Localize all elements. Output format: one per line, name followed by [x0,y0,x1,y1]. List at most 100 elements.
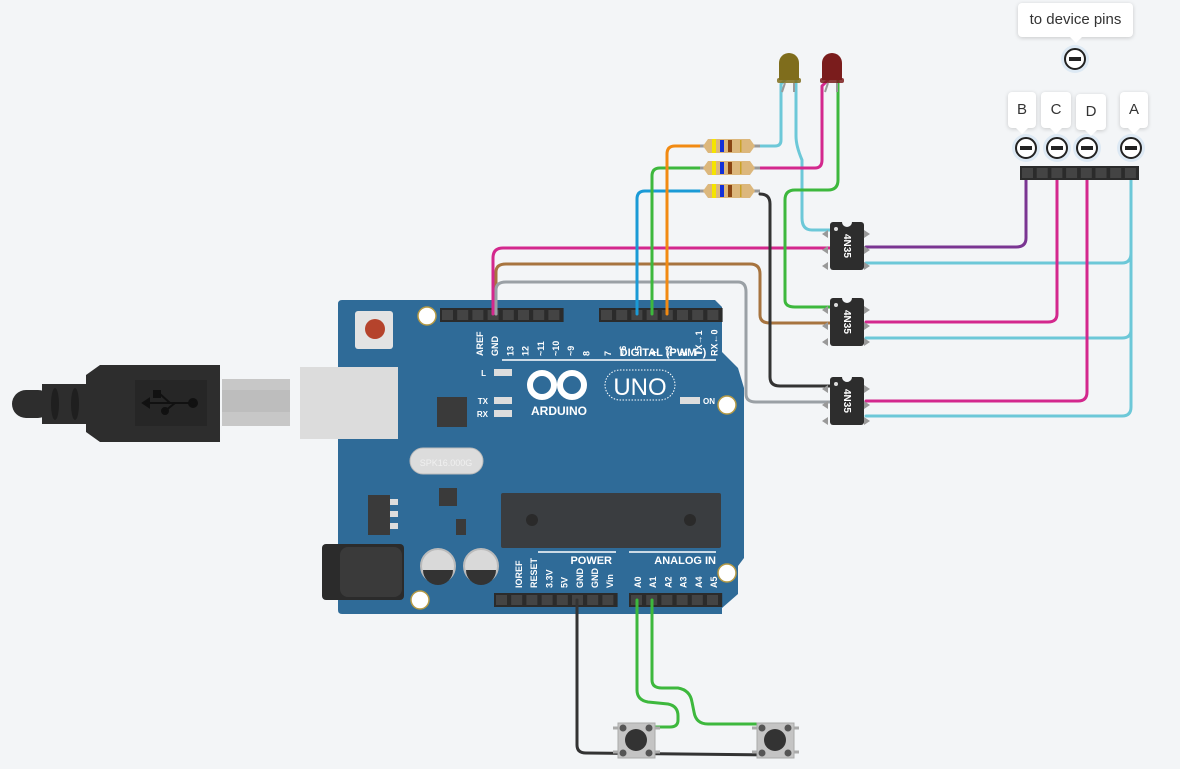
wire-cyan[interactable] [794,78,832,232]
digital-pin[interactable] [442,310,453,320]
power-pin[interactable] [526,595,538,605]
digital-pin[interactable] [677,310,688,320]
digital-pin[interactable] [502,310,514,320]
wire-pink[interactable] [864,176,1059,324]
probe-terminal-icon[interactable] [1117,134,1145,162]
digital-title: DIGITAL (PWM~) [620,347,707,359]
wire-purple[interactable] [864,176,1028,249]
probe-terminal-icon[interactable] [1043,134,1071,162]
pin-label: A2 [663,576,673,588]
probe-label-c: C [1041,92,1071,134]
power-pin[interactable] [602,595,614,605]
optocoupler-label: 4N35 [841,389,852,413]
optocoupler-4n35[interactable]: 4N35 [822,222,870,270]
digital-pin[interactable] [472,310,484,320]
probe-terminal-icon[interactable] [1061,45,1089,73]
led-on-label: ON [703,397,715,406]
pushbutton[interactable] [613,722,660,759]
pin-label: A0 [633,576,643,588]
digital-header-left[interactable] [440,308,564,322]
power-pin[interactable] [496,595,507,605]
atmega-chip [501,493,721,548]
probe-terminal-icon[interactable] [1012,134,1040,162]
wire-cyan[interactable] [758,76,789,148]
power-pin[interactable] [541,595,553,605]
wire-blue[interactable] [635,189,702,316]
pin-label: ~10 [551,341,561,356]
digital-pin[interactable] [692,310,704,320]
wire-brown[interactable] [494,262,832,325]
analog-pin[interactable] [707,595,718,605]
analog-pin[interactable] [661,595,673,605]
usb-cable[interactable] [12,365,290,442]
device-pins-tooltip: to device pins [1018,3,1133,43]
wire-orange[interactable] [665,144,702,316]
wire-green[interactable] [650,598,762,726]
pin-label: ~9 [566,346,576,356]
power-jack [322,544,404,600]
model-label: UNO [613,374,666,401]
wire-gray[interactable] [494,280,832,404]
analog-pin[interactable] [691,595,703,605]
wire-cyan[interactable] [864,253,1133,340]
wire-cyan[interactable] [864,328,1133,418]
pin-label: RX←0 [709,329,719,356]
pin-label: Vin [605,574,615,588]
pin-label: 3.3V [544,569,554,588]
crystal-label: SPK16.000G [420,458,473,468]
pin-label: A4 [694,576,704,588]
digital-pin[interactable] [601,310,612,320]
pin-label: 12 [521,346,531,356]
pin-label: GND [590,568,600,589]
wire-pink[interactable] [758,78,830,170]
reset-button[interactable] [355,311,393,349]
power-header[interactable] [494,593,618,607]
device-pin-header[interactable] [1020,166,1139,180]
pushbutton[interactable] [752,722,799,759]
wire-black[interactable] [758,192,832,388]
crystal-oscillator: SPK16.000G [409,447,484,475]
wire-black[interactable] [575,598,772,757]
usb-symbol-icon [141,390,198,415]
brand-label: ARDUINO [531,404,587,418]
digital-pin[interactable] [518,310,529,320]
pin-label: 4 [649,351,659,356]
led-rx-label: RX [477,410,489,419]
power-pin[interactable] [556,595,568,605]
digital-pin[interactable] [707,310,719,320]
power-pin[interactable] [511,595,523,605]
pin-label: A1 [648,576,658,588]
pin-label: A3 [679,576,689,588]
probe-label-b: B [1008,92,1036,134]
digital-pin[interactable] [548,310,560,320]
wire-green[interactable] [783,78,840,309]
pin-label: AREF [475,331,485,356]
analog-pin[interactable] [676,595,688,605]
optocoupler-4n35[interactable]: 4N35 [822,298,870,346]
arduino-logo-icon [527,370,587,400]
wire-green[interactable] [635,598,680,729]
power-pin[interactable] [587,595,599,605]
resistor[interactable] [700,184,760,198]
wire-pink[interactable] [864,176,1089,403]
pin-label: IOREF [514,560,524,588]
digital-pin[interactable] [533,310,545,320]
resistor[interactable] [700,161,760,175]
wire-pink[interactable] [491,246,832,316]
analog-header[interactable] [629,593,723,607]
wire-green[interactable] [650,166,702,316]
yellow-led[interactable] [777,53,801,93]
pin-label: 13 [505,346,515,356]
resistor[interactable] [700,139,760,153]
pin-label: GND [490,336,500,357]
wire-cyan[interactable] [864,176,1133,265]
probe-label-d: D [1076,94,1106,136]
red-led[interactable] [820,53,844,93]
probe-terminal-icon[interactable] [1073,134,1101,162]
optocoupler-4n35[interactable]: 4N35 [822,377,870,425]
digital-pin[interactable] [616,310,628,320]
digital-header-right[interactable] [599,308,723,322]
digital-pin[interactable] [457,310,469,320]
